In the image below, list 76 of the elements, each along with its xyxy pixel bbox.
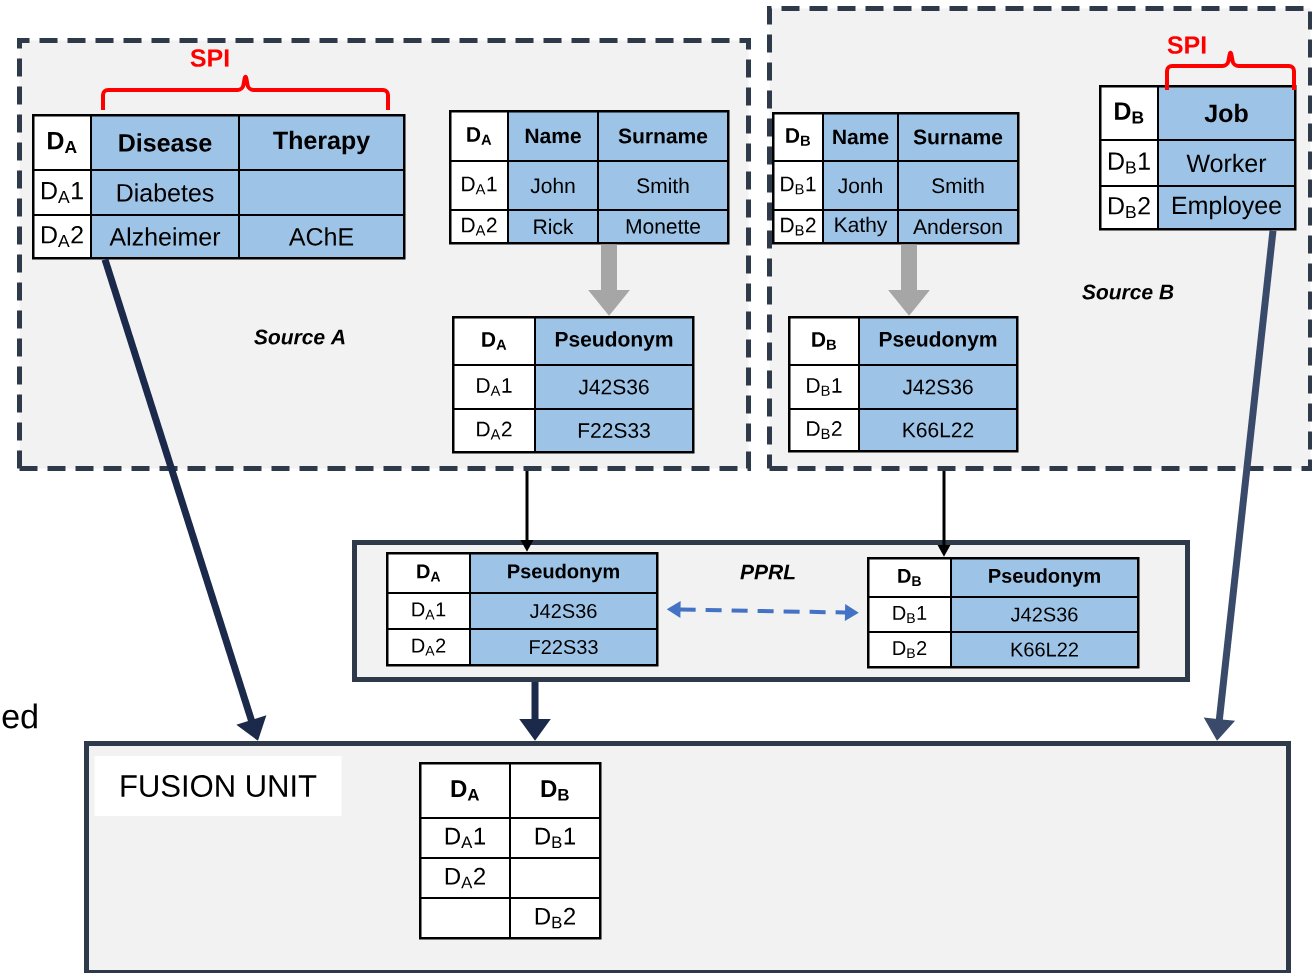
bracket-label: SPI <box>1167 36 1206 54</box>
table-cell: F22S33 <box>534 408 694 453</box>
header-cell: D$_{B}$ <box>788 316 860 366</box>
table-cell: J42S36 <box>534 364 694 410</box>
box-label: Source B <box>1082 284 1174 300</box>
note-text: ed <box>2 703 37 729</box>
header-cell: Job <box>1157 85 1296 141</box>
table-cell: Monette <box>597 209 729 244</box>
table-cell: J42S36 <box>950 596 1139 633</box>
data-table <box>452 316 695 454</box>
table-cell: D$_{A}$2 <box>386 628 471 666</box>
table-cell: D$_{B}$1 <box>1099 139 1159 187</box>
table-cell: D$_{B}$2 <box>509 897 601 939</box>
table-cell: D$_{B}$2 <box>867 631 952 668</box>
table-cell: Rick <box>507 209 599 244</box>
table-cell: Diabetes <box>90 169 240 216</box>
table-cell: D$_{A}$1 <box>386 592 471 630</box>
table-cell: Worker <box>1157 139 1296 187</box>
table-cell: Smith <box>597 160 729 211</box>
table-cell: D$_{A}$2 <box>419 857 511 899</box>
unit-label: FUSION UNIT <box>94 756 342 816</box>
header-cell: Therapy <box>238 114 405 171</box>
data-table <box>386 552 659 667</box>
header-cell: D$_{A}$ <box>449 110 509 162</box>
box-label: Source A <box>254 329 345 345</box>
table-cell: Smith <box>897 160 1019 211</box>
header-cell: D$_{B}$ <box>772 112 824 162</box>
table-cell: Alzheimer <box>90 214 240 259</box>
header-cell: D$_{A}$ <box>452 316 536 366</box>
data-table <box>788 316 1019 453</box>
table-cell: D$_{B}$2 <box>788 408 860 452</box>
data-table <box>419 762 602 940</box>
header-cell: D$_{A}$ <box>32 114 92 171</box>
table-cell: Jonh <box>822 160 899 211</box>
table-cell: F22S33 <box>469 628 658 666</box>
table-cell: D$_{A}$1 <box>419 817 511 859</box>
bracket-label: SPI <box>190 49 229 67</box>
data-table <box>449 110 730 245</box>
table-cell: D$_{A}$1 <box>452 364 536 410</box>
table-cell: D$_{A}$2 <box>452 408 536 453</box>
table-cell: John <box>507 160 599 211</box>
data-table <box>772 112 1020 245</box>
data-table <box>1099 36 1297 231</box>
table-cell: AChE <box>238 214 405 259</box>
table-cell: D$_{B}$1 <box>772 160 824 211</box>
table-cell: D$_{A}$2 <box>449 209 509 244</box>
table-cell: K66L22 <box>950 631 1139 668</box>
header-cell: Name <box>507 110 599 162</box>
header-cell: Pseudonym <box>469 552 658 594</box>
header-cell: D$_{A}$ <box>419 762 511 819</box>
table-cell: Anderson <box>897 209 1019 244</box>
table-cell: K66L22 <box>858 408 1018 452</box>
header-cell: Pseudonym <box>858 316 1018 366</box>
table-cell: Employee <box>1157 185 1296 230</box>
header-cell: Disease <box>90 114 240 171</box>
table-cell: D$_{B}$2 <box>772 209 824 244</box>
header-cell: Surname <box>597 110 729 162</box>
header-cell: D$_{B}$ <box>1099 85 1159 141</box>
table-cell: D$_{B}$1 <box>788 364 860 410</box>
table-cell: D$_{B}$1 <box>867 596 952 633</box>
table-cell: D$_{A}$1 <box>449 160 509 211</box>
table-cell: D$_{B}$2 <box>1099 185 1159 230</box>
table-cell: J42S36 <box>858 364 1018 410</box>
header-cell: Name <box>822 112 899 162</box>
header-cell: Surname <box>897 112 1019 162</box>
box-label: PPRL <box>740 564 795 580</box>
table-cell: D$_{B}$1 <box>509 817 601 859</box>
header-cell: D$_{B}$ <box>509 762 601 819</box>
table-cell: Kathy <box>822 209 899 244</box>
header-cell: Pseudonym <box>534 316 694 366</box>
data-table <box>867 557 1140 669</box>
data-table <box>32 49 406 260</box>
table-cell: D$_{A}$2 <box>32 214 92 259</box>
table-cell: J42S36 <box>469 592 658 630</box>
header-cell: D$_{A}$ <box>386 552 471 594</box>
table-cell: D$_{A}$1 <box>32 169 92 216</box>
